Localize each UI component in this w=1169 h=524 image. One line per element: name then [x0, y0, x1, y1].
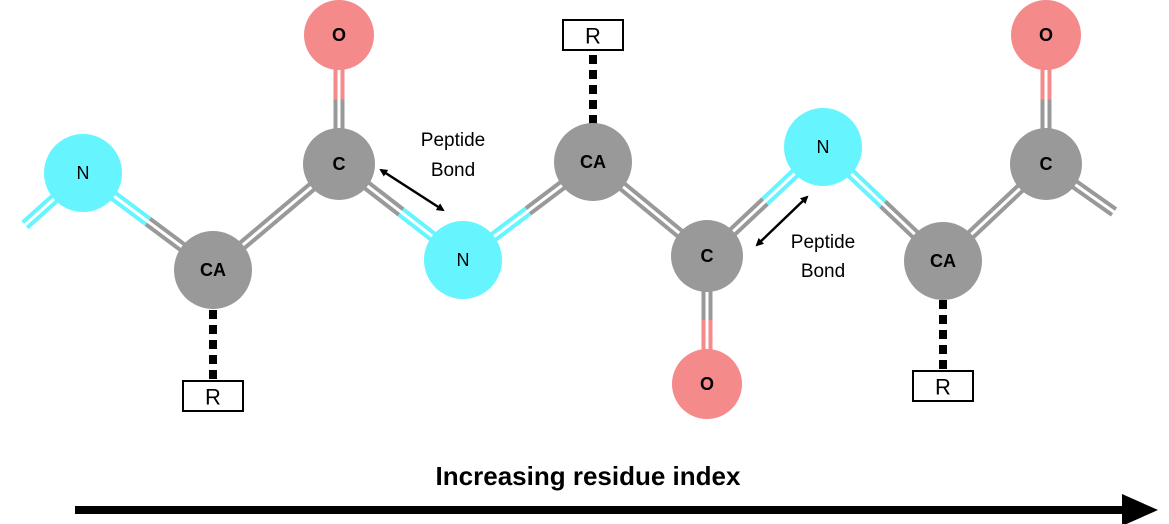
- atom-ca1: CA: [174, 231, 252, 309]
- atom-ca3: CA: [904, 222, 982, 300]
- atom-o2-label: O: [700, 374, 714, 394]
- side-chain-connectors: [209, 55, 947, 380]
- atom-n2: N: [424, 221, 502, 299]
- peptide-bond-arrow-2: [755, 195, 809, 247]
- atom-n3-label: N: [817, 137, 830, 157]
- peptide-bond-arrow-1: [379, 168, 445, 212]
- side-chain-r3-label: R: [935, 375, 951, 400]
- atom-n2-label: N: [457, 250, 470, 270]
- side-chain-r2-label: R: [585, 24, 601, 49]
- peptide-bond-label-2-line1: Peptide: [791, 232, 855, 253]
- atom-c2: C: [671, 220, 743, 292]
- atom-ca2: CA: [554, 123, 632, 201]
- atom-c1: C: [303, 128, 375, 200]
- atom-o3-label: O: [1039, 25, 1053, 45]
- side-chain-r1: R: [182, 380, 244, 412]
- atom-c3-label: C: [1040, 154, 1053, 174]
- peptide-bond-label-1-line2: Bond: [431, 160, 475, 181]
- atom-n3: N: [784, 108, 862, 186]
- peptide-bond-label-2-line2: Bond: [801, 261, 845, 282]
- atom-c2-label: C: [701, 246, 714, 266]
- atom-n1-label: N: [77, 163, 90, 183]
- peptide-bond-annotation-1: Peptide Bond: [379, 130, 485, 212]
- atom-o3: O: [1011, 0, 1081, 70]
- caption: Increasing residue index: [436, 461, 741, 491]
- peptide-bond-label-1-line1: Peptide: [421, 130, 485, 151]
- atom-o1: O: [304, 0, 374, 70]
- atom-ca2-label: CA: [580, 152, 606, 172]
- atom-ca1-label: CA: [200, 260, 226, 280]
- atom-o1-label: O: [332, 25, 346, 45]
- peptide-bond-annotation-2: Peptide Bond: [755, 195, 855, 282]
- side-chain-r3: R: [912, 370, 974, 402]
- atom-c3: C: [1010, 128, 1082, 200]
- side-chain-r1-label: R: [205, 385, 221, 410]
- atom-ca3-label: CA: [930, 251, 956, 271]
- residue-direction-arrow: [75, 494, 1158, 524]
- atom-c1-label: C: [333, 154, 346, 174]
- bonds-layer: [21, 35, 1118, 384]
- atoms-layer: N CA C O N CA C O: [44, 0, 1082, 419]
- atom-n1: N: [44, 134, 122, 212]
- atom-o2: O: [672, 349, 742, 419]
- side-chain-r2: R: [562, 19, 624, 51]
